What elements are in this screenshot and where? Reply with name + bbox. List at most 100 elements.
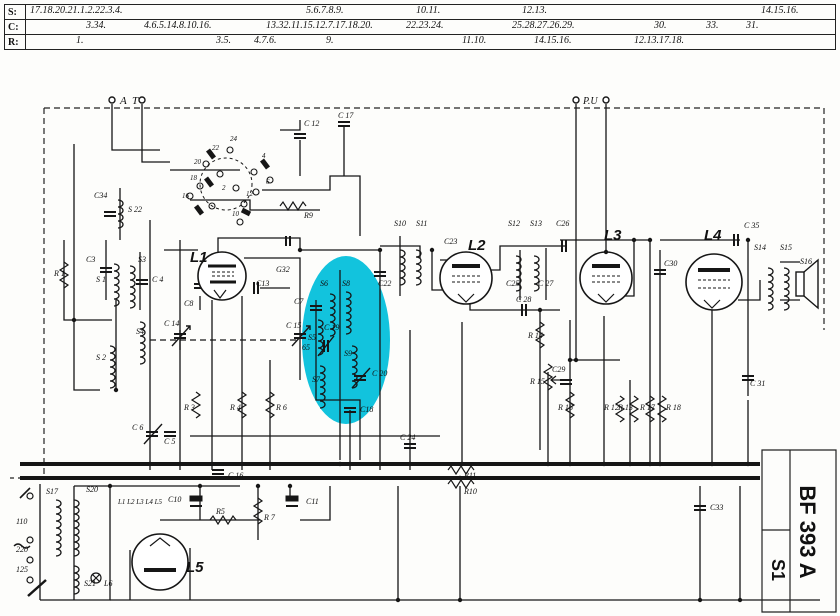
label-110: 110 [16,517,27,526]
label-c5: C 5 [164,437,175,446]
terminals [108,96,610,104]
coil-s14 [767,267,774,311]
junction-dot [347,461,353,467]
label-r15: R 15 [529,377,545,386]
capacitor-c35 [733,234,739,246]
label-c20: C 20 [372,369,387,378]
label-c34: C34 [94,191,107,200]
label-s14: S14 [754,243,766,252]
index-r-group-5: 11.10. [462,35,487,47]
label-c11: C11 [306,497,319,506]
label-c30: C30 [664,259,677,268]
capacitor-c16 [344,407,356,413]
junction-dot [177,461,183,467]
label-s20: S20 [86,485,98,494]
label-s17: S17 [46,487,59,496]
label-r9: R9 [303,211,313,220]
index-c-group-3: 13.32.11.15.12.7.17.18.20. [266,20,373,32]
junction-dot [657,461,663,467]
capacitor-c26 [561,240,567,252]
capacitor-c34 [104,211,116,217]
coil-s9 [351,345,358,389]
capacitor-c12 [294,133,306,139]
coil-s11 [415,249,422,286]
junction-dot [429,247,435,253]
index-c-group-2: 4.6.5.14.8.10.16. [144,20,212,32]
label-s21: S21 [84,579,96,588]
label-r11: R11 [463,471,476,480]
svg-text:2: 2 [222,184,226,192]
junction-dot [395,597,401,603]
index-r-group-1: 1. [76,35,84,47]
coil-s12 [515,255,522,292]
junction-dot [631,237,637,243]
capacitor-c4 [136,279,148,285]
label-s8: S8 [342,279,350,288]
pilot-lamp-l6 [90,572,102,584]
label-c65: 65 [302,343,310,352]
junction-dot [71,317,77,323]
coil-s7 [319,365,326,409]
coil-s10 [399,249,406,286]
index-r-group-6: 14.15.16. [534,35,572,47]
junction-dot [255,483,261,489]
junction-dot [107,483,113,489]
junction-dot [709,461,715,467]
coil-s15 [783,267,790,311]
index-s-group-2: 5.6.7.8.9. [306,5,344,17]
coil-s22 [117,199,124,229]
resistors [58,200,668,526]
index-r-group-2: 3.5. [216,35,231,47]
index-row-r: R: 1. 3.5. 4.7.6. 9. 11.10. 14.15.16. 12… [4,34,836,50]
label-l2: L2 [468,237,486,254]
svg-text:22: 22 [212,144,220,152]
label-s7: S7 [312,375,321,384]
index-r-group-7: 12.13.17.18. [634,35,684,47]
coil-s3 [129,265,136,309]
capacitor-c33 [694,505,706,511]
svg-text:6: 6 [266,178,270,186]
label-s16: S16 [800,257,812,266]
svg-text:4: 4 [262,152,266,160]
junction-dots [71,237,751,603]
terminal-antenna [108,96,116,104]
wiring [20,104,820,601]
label-earth: T [132,95,139,107]
index-c-group-7: 33. [706,20,719,32]
label-c8: C8 [184,299,193,308]
junction-dot [537,307,543,313]
coil-s6 [329,293,336,337]
label-c33: C33 [710,503,723,512]
junction-dot [647,237,653,243]
label-c12: C 12 [304,119,319,128]
capacitor-c5 [164,431,176,437]
resistor-r13 [628,395,640,423]
junction-dot [745,237,751,243]
label-c23: C23 [444,237,457,246]
coil-s2 [109,345,116,389]
terminal-earth [138,96,146,104]
label-r7: R 7 [263,513,276,522]
resistor-r12 [614,395,626,423]
resistor-r18 [656,395,668,423]
index-r-group-3: 4.7.6. [254,35,277,47]
label-s4: S4 [136,327,144,336]
junction-dot [209,461,215,467]
label-r18: R 18 [665,403,681,412]
coil-s17 [55,499,62,557]
resistor-r7 [252,497,264,525]
label-c24: C 24 [400,433,415,442]
label-c18: C18 [360,405,373,414]
tube-l3 [579,251,633,305]
resistor-r1 [58,261,70,289]
label-r12: R 12 [603,403,619,412]
capacitor-c14 [171,325,191,347]
junction-dot [697,597,703,603]
label-s11: S11 [416,219,427,228]
junction-dot [407,461,413,467]
coil-s1 [113,263,120,307]
label-c6: C 6 [132,423,143,432]
coil-s13 [533,255,540,292]
label-l4: L4 [704,227,722,244]
resistor-r3 [190,391,202,419]
